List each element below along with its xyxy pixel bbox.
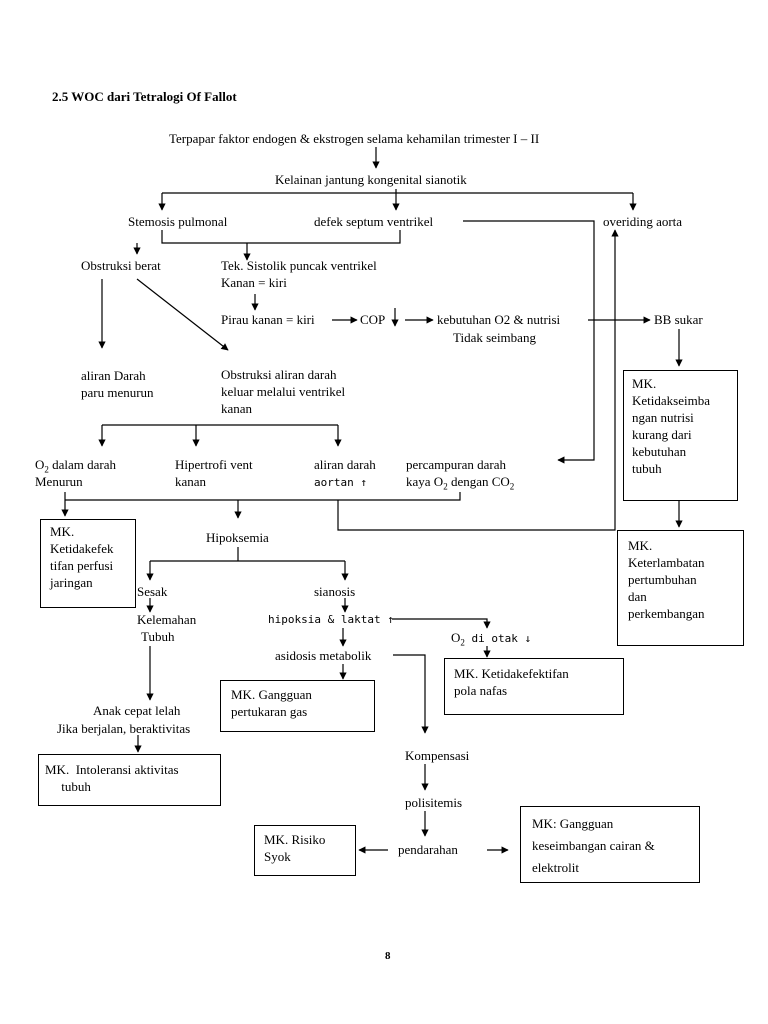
node-defek-septum: defek septum ventrikel [314,214,434,229]
edge-defek-percampuran [463,220,595,464]
node-bb-sukar: BB sukar [654,312,703,327]
node-sesak: Sesak [137,584,168,599]
node-obstruksi-berat: Obstruksi berat [81,258,161,273]
node-tidak-seimbang: Tidak seimbang [453,330,536,345]
box-mk-perfusi: MK. Ketidakefek tifan perfusi jaringan [40,519,136,608]
box-mk-gas: MK. Gangguan pertukaran gas [220,680,375,732]
node-pirau: Pirau kanan = kiri [221,312,315,327]
edge-stenosis-defek-bracket [161,230,401,244]
node-kompensasi: Kompensasi [405,748,470,763]
node-jika-berjalan: Jika berjalan, beraktivitas [57,721,191,736]
box-mk-nutrisi: MK. Ketidakseimba ngan nutrisi kurang da… [623,370,738,501]
node-hipoksemia: Hipoksemia [206,530,269,545]
edge-asidosis-kompensasi [393,654,429,734]
box-mk-cairan: MK: Gangguan keseimbangan cairan & elekt… [520,806,700,883]
node-stenosis-pulmonal: Stemosis pulmonal [128,214,228,229]
box-mk-syok: MK. Risiko Syok [254,825,356,876]
node-pendarahan: pendarahan [398,842,458,857]
node-hipoksia-laktat: hipoksia & laktat ↑ [268,613,394,626]
node-o2-di-otak: O2 di otak ↓ [451,630,532,648]
node-polisitemis: polisitemis [405,795,463,810]
box-mk-aktivitas: MK. Intoleransi aktivitas tubuh [38,754,221,806]
node-sianosis: sianosis [314,584,356,599]
edge-merge-bar [65,492,461,501]
edge-hipoksia-o2otak [392,618,491,629]
node-terpapar: Terpapar faktor endogen & ekstrogen sela… [169,131,540,146]
node-kelainan: Kelainan jantung kongenital sianotik [275,172,467,187]
node-kebutuhan: kebutuhan O2 & nutrisi [437,312,561,327]
edge-aortan-overiding [337,229,619,531]
node-anak-cepat-lelah: Anak cepat lelah [93,703,181,718]
page-heading: 2.5 WOC dari Tetralogi Of Fallot [52,89,237,104]
node-asidosis-metabolik: asidosis metabolik [275,648,372,663]
node-cop: COP [360,312,386,327]
box-mk-nafas: MK. Ketidakefektifan pola nafas [444,658,624,715]
node-overiding-aorta: overiding aorta [603,214,683,229]
page-number: 8 [385,950,391,962]
edge-obstruksi-obstruksialiran [136,278,229,351]
box-mk-tumbuh: MK. Keterlambatan pertumbuhan dan perkem… [617,530,744,646]
